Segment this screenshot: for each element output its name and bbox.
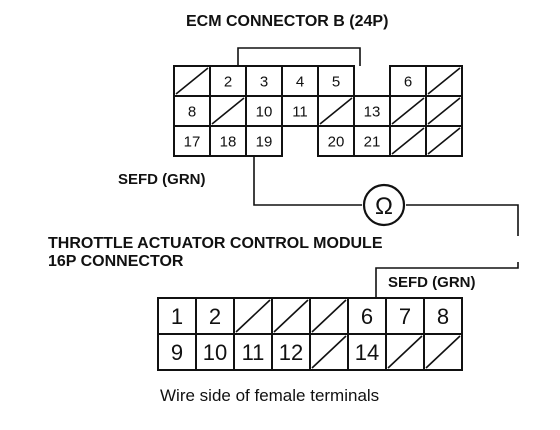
tacm-cell [385,333,425,371]
ecm-cell: 4 [281,65,319,97]
tacm-cell: 8 [423,297,463,335]
ecm-pin-number: 21 [364,133,381,150]
tacm-cell: 2 [195,297,235,335]
tacm-cell: 11 [233,333,273,371]
tacm-cell [309,333,349,371]
ecm-cell: 19 [245,125,283,157]
tacm-pin-number: 14 [355,340,379,365]
ecm-empty-terminal [427,67,461,95]
tacm-pin-number: 8 [437,304,449,329]
tacm-empty-terminal [235,299,271,333]
ecm-cell [389,125,427,157]
ecm-cell: 2 [209,65,247,97]
ohmmeter-icon: Ω [362,183,406,227]
tacm-pin-number: 11 [242,340,265,365]
tacm-title-line2: 16P CONNECTOR [48,253,184,270]
ecm-pin-number: 6 [404,73,412,90]
tacm-empty-terminal [425,335,461,369]
ecm-cell [389,95,427,127]
ecm-empty-terminal [427,97,461,125]
ecm-pin-number: 18 [220,133,237,150]
ecm-pin-number: 20 [328,133,345,150]
tacm-empty-terminal [387,335,423,369]
ecm-cell: 3 [245,65,283,97]
tacm-wire-label: SEFD (GRN) [388,274,476,291]
ecm-cell: 8 [173,95,211,127]
ecm-pin-number: 4 [296,73,304,90]
ecm-cell: 11 [281,95,319,127]
tacm-empty-terminal [311,335,347,369]
ecm-cell [425,95,463,127]
ecm-cell: 5 [317,65,355,97]
tacm-cell [271,297,311,335]
tacm-cell: 9 [157,333,197,371]
ecm-pin-number: 11 [292,103,308,120]
ecm-cell: 13 [353,95,391,127]
ecm-pin-number: 2 [224,73,232,90]
ecm-cell: 17 [173,125,211,157]
tacm-cell [423,333,463,371]
ecm-pin-number: 5 [332,73,340,90]
ecm-empty-terminal [211,97,245,125]
sefd-wire: Ω [237,47,519,298]
tacm-title-line1: THROTTLE ACTUATOR CONTROL MODULE [48,235,383,252]
tacm-pin-number: 12 [279,340,303,365]
ecm-cell: 20 [317,125,355,157]
tacm-cell [233,297,273,335]
ecm-cell [425,65,463,97]
ecm-pin-number: 13 [364,103,381,120]
tacm-cell: 12 [271,333,311,371]
wire-drop-to-tacm [375,262,519,298]
ecm-connector: 2 3 4 5 6 8 10 11 13 17 18 19 20 21 [173,65,463,157]
tacm-pin-number: 1 [171,304,183,329]
tacm-pin-number: 7 [399,304,411,329]
ecm-empty-terminal [391,127,425,155]
wire-ecm-to-meter [253,155,362,206]
ecm-connector-title: ECM CONNECTOR B (24P) [186,13,389,30]
ecm-connector-lock-tab [237,47,361,66]
ecm-cell [173,65,211,97]
ecm-pin-number: 3 [260,73,268,90]
ecm-pin-number: 10 [256,103,273,120]
ecm-empty-terminal [427,127,461,155]
tacm-cell: 7 [385,297,425,335]
ecm-cell: 21 [353,125,391,157]
tacm-cell: 10 [195,333,235,371]
wire-meter-to-tacm [406,204,519,236]
ecm-empty-terminal [319,97,353,125]
ecm-pin-number: 19 [256,133,273,150]
ecm-cell: 6 [389,65,427,97]
ecm-empty-terminal [175,67,209,95]
ecm-wire-label: SEFD (GRN) [118,171,206,188]
tacm-cell: 14 [347,333,387,371]
tacm-empty-terminal [273,299,309,333]
ecm-pin-number: 17 [184,133,201,150]
ecm-cell [209,95,247,127]
tacm-cell [309,297,349,335]
tacm-pin-number: 10 [203,340,227,365]
ohm-symbol: Ω [375,193,393,220]
ecm-cell: 10 [245,95,283,127]
caption: Wire side of female terminals [160,386,380,405]
tacm-cell: 6 [347,297,387,335]
ecm-cell [425,125,463,157]
tacm-pin-number: 6 [361,304,373,329]
ecm-cell: 18 [209,125,247,157]
ecm-cell [317,95,355,127]
tacm-cell: 1 [157,297,197,335]
tacm-pin-number: 9 [171,340,183,365]
tacm-pin-number: 2 [209,304,221,329]
ecm-empty-terminal [391,97,425,125]
tacm-empty-terminal [311,299,347,333]
ecm-pin-number: 8 [188,103,196,120]
